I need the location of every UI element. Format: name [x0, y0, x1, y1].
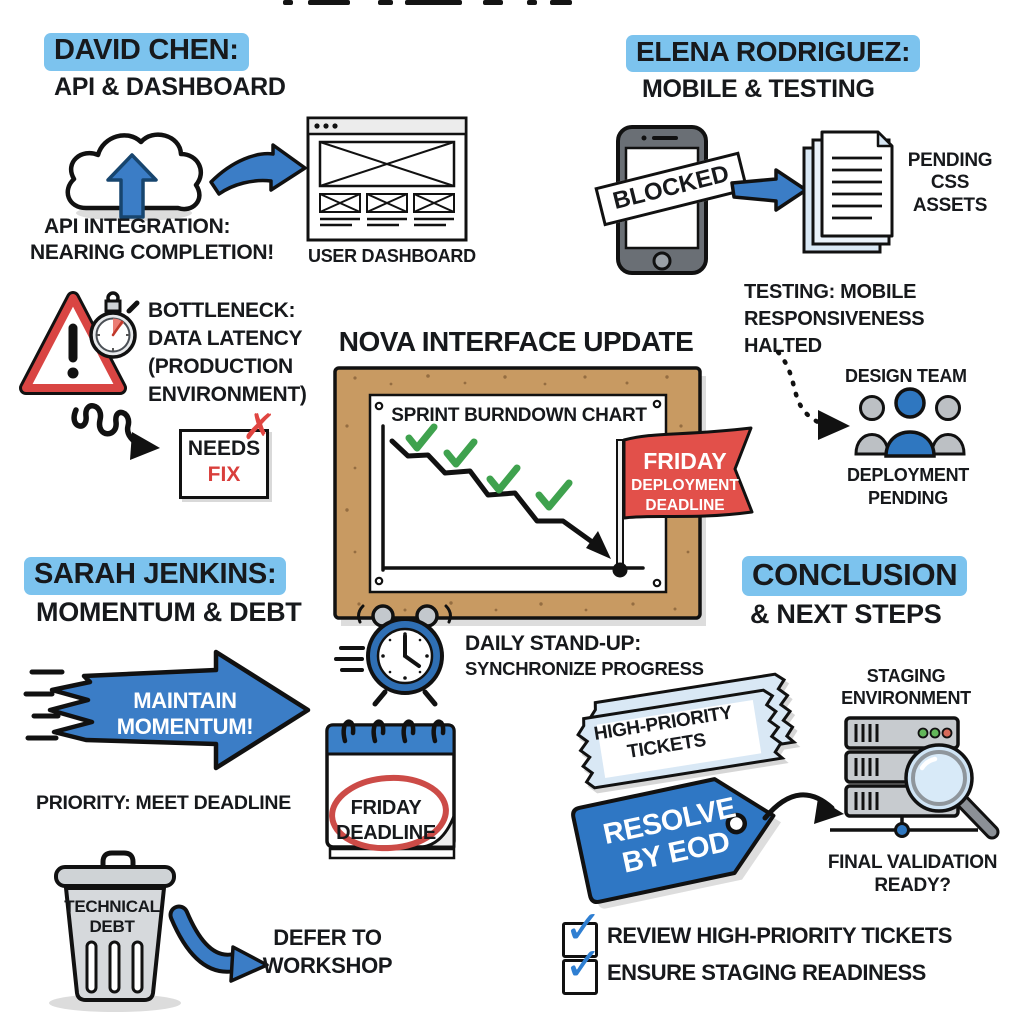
needs-fix-line1: NEEDS — [187, 437, 261, 460]
standup-line2: SYNCHRONIZE PROGRESS — [465, 658, 704, 679]
priority-caption: PRIORITY: MEET DEADLINE — [36, 792, 291, 814]
sarah-heading: SARAH JENKINS: — [24, 557, 287, 595]
momentum-caption: MAINTAIN MOMENTUM! — [116, 688, 254, 739]
sarah-topic: MOMENTUM & DEBT — [36, 597, 302, 627]
staging-caption: STAGING ENVIRONMENT — [841, 666, 971, 708]
testing-line3: HALTED — [744, 335, 822, 357]
magnifier-icon — [904, 743, 1000, 840]
standup-line1: DAILY STAND-UP: — [465, 632, 641, 655]
cropped-text-remnant — [283, 0, 293, 5]
red-circle-annotation — [329, 774, 449, 852]
deadline-flag — [622, 426, 754, 520]
flag-line1: FRIDAY — [643, 448, 727, 474]
board-title: SPRINT BURNDOWN CHART — [391, 405, 647, 426]
cloud-upload-icon — [65, 132, 203, 221]
conclusion-topic: & NEXT STEPS — [750, 599, 942, 629]
calendar-icon — [325, 719, 456, 860]
cropped-text-remnant — [550, 0, 572, 5]
technical-debt-caption: TECHNICAL DEBT — [64, 897, 160, 937]
sarah-name-highlight: SARAH JENKINS: — [24, 557, 287, 595]
checkbox-icon — [562, 959, 598, 995]
browser-wireframe-icon — [306, 116, 468, 242]
flag-line2: DEPLOYMENT — [631, 477, 739, 494]
page-title: NOVA INTERFACE UPDATE — [338, 326, 694, 357]
check-icon — [443, 438, 478, 468]
alarm-clock-icon — [334, 604, 452, 707]
check-icon: ✓ — [564, 900, 603, 954]
arrow-right-icon — [209, 143, 307, 196]
squiggle-arrow-icon — [71, 403, 160, 460]
design-team-icon — [854, 387, 966, 458]
deployment-pending-caption: DEPLOYMENT PENDING — [846, 465, 969, 508]
warning-stopwatch-icon — [19, 291, 140, 395]
pending-css-caption: PENDING CSS ASSETS — [907, 150, 993, 216]
bottleneck-line3: (PRODUCTION — [148, 355, 293, 378]
cropped-text-remnant — [308, 0, 350, 5]
david-name-highlight: DAVID CHEN: — [44, 33, 249, 71]
burndown-board: SPRINT BURNDOWN CHART FRIDAY DEPLOYMENT … — [333, 366, 754, 626]
defer-arrow-icon — [168, 904, 269, 983]
api-status-line1: API INTEGRATION: — [44, 215, 231, 238]
bottleneck-line4: ENVIRONMENT) — [148, 383, 307, 406]
defer-caption: DEFER TO WORKSHOP — [262, 925, 393, 978]
needs-fix-note: NEEDS FIX — [179, 429, 269, 499]
bottleneck-line2: DATA LATENCY — [148, 327, 303, 350]
checkbox-icon — [562, 922, 598, 958]
design-team-caption: DESIGN TEAM — [845, 366, 967, 386]
tickets-icon — [574, 671, 797, 791]
check-icon — [535, 479, 573, 511]
elena-name-highlight: ELENA RODRIGUEZ: — [626, 35, 921, 72]
checklist-item-2: ENSURE STAGING READINESS — [607, 960, 926, 985]
needs-fix-line2: FIX — [207, 463, 241, 486]
bottleneck-line1: BOTTLENECK: — [148, 299, 296, 322]
validation-caption: FINAL VALIDATION READY? — [827, 852, 998, 897]
momentum-arrow-icon — [23, 649, 311, 771]
dotted-arrow-icon — [775, 349, 850, 440]
page-curl — [421, 814, 456, 849]
cropped-text-remnant — [527, 0, 537, 5]
elena-heading: ELENA RODRIGUEZ: — [626, 35, 921, 72]
flag-line3: DEADLINE — [645, 497, 724, 514]
checklist-item-1: REVIEW HIGH-PRIORITY TICKETS — [607, 923, 952, 948]
resolve-tag-icon — [571, 777, 844, 909]
flag-pole — [616, 439, 624, 571]
cropped-text-remnant — [405, 0, 462, 5]
cropped-text-remnant — [378, 0, 393, 5]
elena-topic: MOBILE & TESTING — [642, 75, 875, 103]
check-icon — [486, 464, 521, 494]
check-icon: ✓ — [564, 937, 603, 991]
cropped-text-remnant — [483, 0, 503, 5]
documents-stack-icon — [802, 130, 894, 254]
api-status-line2: NEARING COMPLETION! — [30, 241, 274, 264]
calendar-caption: FRIDAY DEADLINE — [336, 797, 436, 844]
dashboard-caption: USER DASHBOARD — [308, 246, 476, 266]
david-topic: API & DASHBOARD — [54, 73, 286, 101]
x-mark-icon: ✗ — [240, 403, 278, 451]
arrow-right-icon — [730, 168, 808, 212]
conclusion-heading: CONCLUSION — [742, 556, 968, 597]
conclusion-highlight: CONCLUSION — [742, 556, 968, 597]
server-magnifier-icon — [830, 716, 1000, 840]
check-icon — [405, 423, 438, 452]
david-heading: DAVID CHEN: — [44, 33, 249, 71]
trash-can-icon — [49, 850, 181, 1012]
testing-line1: TESTING: MOBILE — [744, 281, 917, 303]
testing-line2: RESPONSIVENESS — [744, 308, 925, 330]
